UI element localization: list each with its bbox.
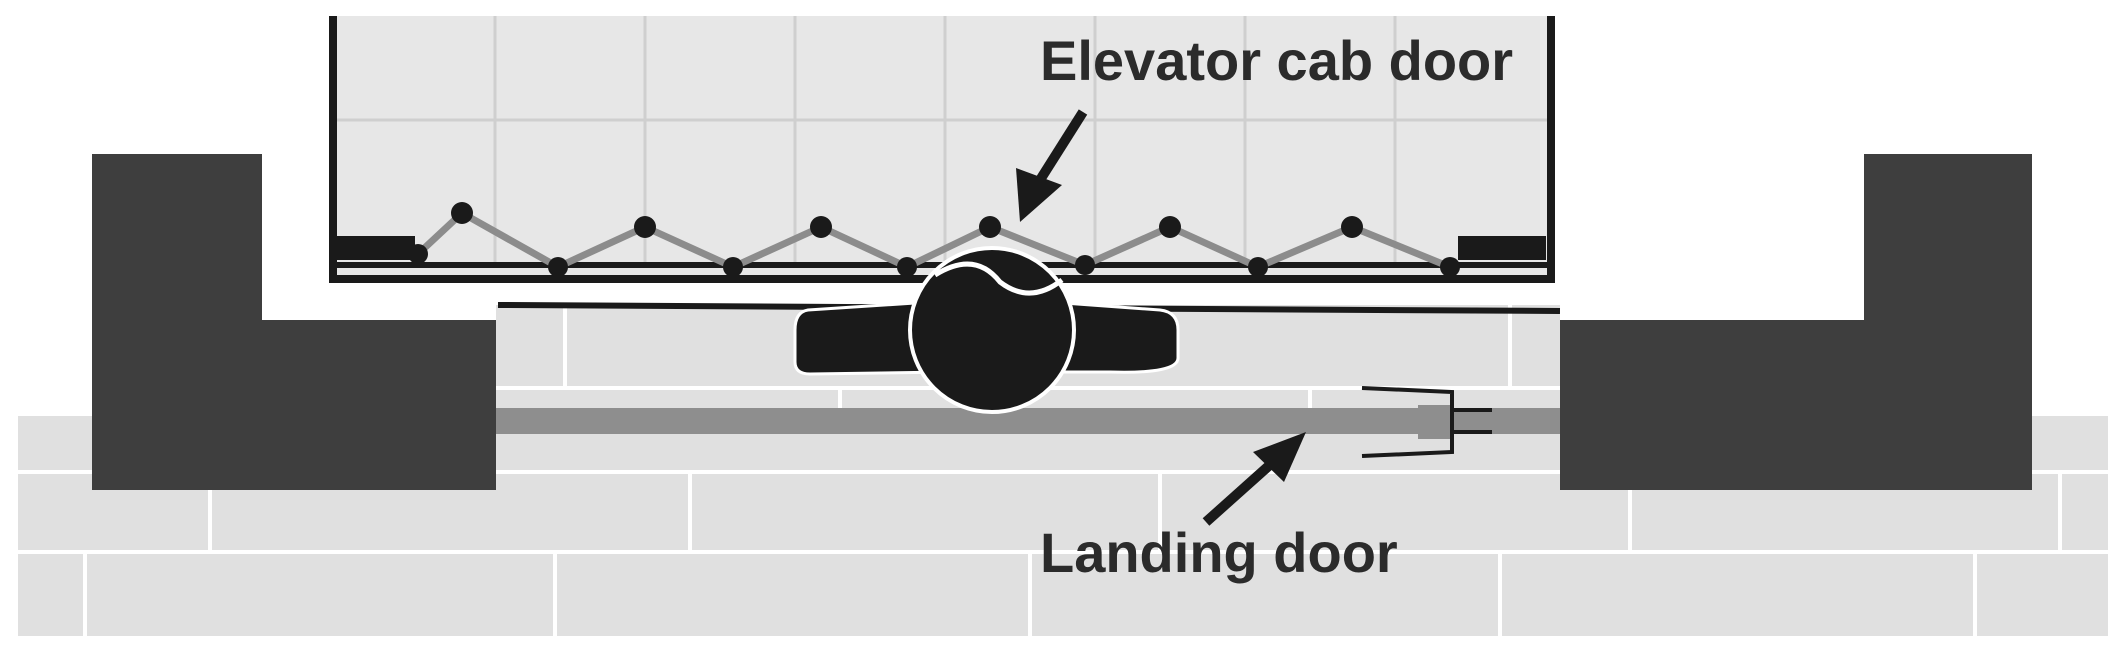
linkage-pivots <box>408 202 1460 277</box>
arrow-up-right-icon <box>1202 432 1306 526</box>
person-head <box>908 246 1076 414</box>
arrow-down-left-icon <box>1016 109 1088 222</box>
cab-grid <box>333 16 1551 268</box>
landing-door-latch <box>1361 386 1492 458</box>
person-hair-line <box>933 261 1064 296</box>
right-wall <box>1560 154 2032 490</box>
person-top-view <box>793 246 1180 414</box>
landing-door-rod <box>496 408 1560 434</box>
left-wall <box>92 154 496 490</box>
landing-door-label: Landing door <box>1040 521 1398 584</box>
cab-left-bracket <box>337 236 415 260</box>
landing-door-callout: Landing door <box>1040 432 1398 584</box>
cab-right-bracket <box>1458 236 1546 260</box>
cab-door-callout: Elevator cab door <box>1016 29 1513 222</box>
cab-door-label: Elevator cab door <box>1040 29 1513 92</box>
cab-door-linkage <box>408 202 1460 277</box>
